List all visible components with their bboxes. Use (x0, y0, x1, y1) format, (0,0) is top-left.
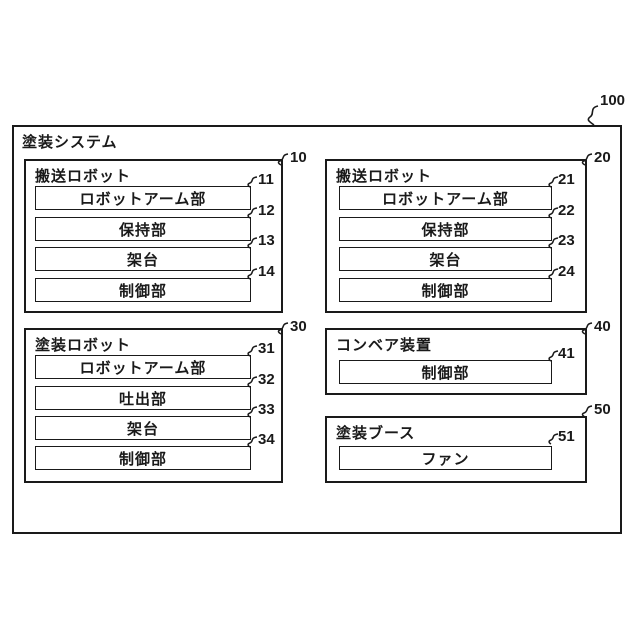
ref-number: 13 (258, 232, 275, 249)
system-title: 塗装システム (22, 134, 118, 151)
item-box-controller: 制御部 (339, 278, 552, 302)
item-box-controller: 制御部 (35, 446, 251, 470)
ref-number: 11 (258, 171, 274, 188)
ref-number: 21 (558, 171, 575, 188)
item-label: 保持部 (118, 221, 167, 239)
leader-line-icon (277, 322, 290, 335)
item-box-controller: 制御部 (339, 360, 552, 384)
leader-line-icon (247, 176, 259, 188)
leader-line-icon (548, 237, 560, 249)
item-box-robot-arm: ロボットアーム部 (339, 186, 552, 210)
ref-number: 23 (558, 232, 575, 249)
leader-line-icon (277, 153, 290, 166)
item-label: 吐出部 (118, 390, 167, 408)
ref-number: 12 (258, 202, 275, 219)
item-box-mount: 架台 (35, 247, 251, 271)
group-title: コンベア装置 (336, 337, 433, 354)
item-label: ロボットアーム部 (79, 359, 207, 377)
item-box-robot-arm: ロボットアーム部 (35, 355, 251, 379)
item-label: 保持部 (421, 221, 470, 239)
leader-line-icon (247, 436, 259, 448)
item-label: 架台 (126, 420, 159, 438)
group-box-transport-robot-2: 搬送ロボット ロボットアーム部 保持部 架台 制御部 (325, 159, 587, 313)
ref-number: 40 (594, 318, 611, 335)
item-label: 架台 (429, 251, 462, 269)
leader-line-icon (247, 237, 259, 249)
ref-number: 10 (290, 149, 307, 166)
group-box-painting-robot: 塗装ロボット ロボットアーム部 吐出部 架台 制御部 (24, 328, 283, 483)
leader-line-icon (548, 176, 560, 188)
leader-line-icon (581, 322, 594, 335)
item-label: 制御部 (118, 282, 167, 300)
ref-number: 14 (258, 263, 275, 280)
ref-number: 41 (558, 345, 575, 362)
group-title: 搬送ロボット (35, 168, 132, 185)
leader-line-icon (584, 104, 600, 126)
leader-line-icon (247, 268, 259, 280)
ref-number: 32 (258, 371, 275, 388)
group-box-painting-booth: 塗装ブース ファン (325, 416, 587, 483)
ref-number: 30 (290, 318, 307, 335)
ref-number: 22 (558, 202, 575, 219)
ref-number: 20 (594, 149, 611, 166)
item-box-fan: ファン (339, 446, 552, 470)
item-box-discharge: 吐出部 (35, 386, 251, 410)
ref-number: 34 (258, 431, 275, 448)
ref-number-100: 100 (600, 92, 626, 109)
item-label: 制御部 (118, 450, 167, 468)
leader-line-icon (247, 207, 259, 219)
item-label: 制御部 (421, 282, 470, 300)
ref-number: 31 (258, 340, 275, 357)
ref-number: 24 (558, 263, 575, 280)
item-label: ロボットアーム部 (382, 190, 509, 208)
item-box-holder: 保持部 (339, 217, 552, 241)
group-box-transport-robot-1: 搬送ロボット ロボットアーム部 保持部 架台 制御部 (24, 159, 283, 313)
item-label: 架台 (126, 251, 159, 269)
leader-line-icon (548, 350, 560, 362)
group-title: 塗装ブース (336, 425, 416, 442)
leader-line-icon (548, 207, 560, 219)
leader-line-icon (247, 345, 259, 357)
item-label: ロボットアーム部 (79, 190, 207, 208)
item-box-mount: 架台 (35, 416, 251, 440)
item-box-holder: 保持部 (35, 217, 251, 241)
group-title: 搬送ロボット (336, 168, 433, 185)
item-box-mount: 架台 (339, 247, 552, 271)
leader-line-icon (548, 268, 560, 280)
leader-line-icon (548, 433, 560, 445)
item-box-robot-arm: ロボットアーム部 (35, 186, 251, 210)
group-box-conveyor-device: コンベア装置 制御部 (325, 328, 587, 395)
leader-line-icon (581, 405, 594, 418)
item-box-controller: 制御部 (35, 278, 251, 302)
ref-number: 33 (258, 401, 275, 418)
ref-number: 50 (594, 401, 611, 418)
leader-line-icon (581, 153, 594, 166)
item-label: ファン (421, 450, 470, 468)
leader-line-icon (247, 406, 259, 418)
group-title: 塗装ロボット (35, 337, 132, 354)
item-label: 制御部 (421, 364, 470, 382)
ref-number: 51 (558, 428, 575, 445)
leader-line-icon (247, 376, 259, 388)
